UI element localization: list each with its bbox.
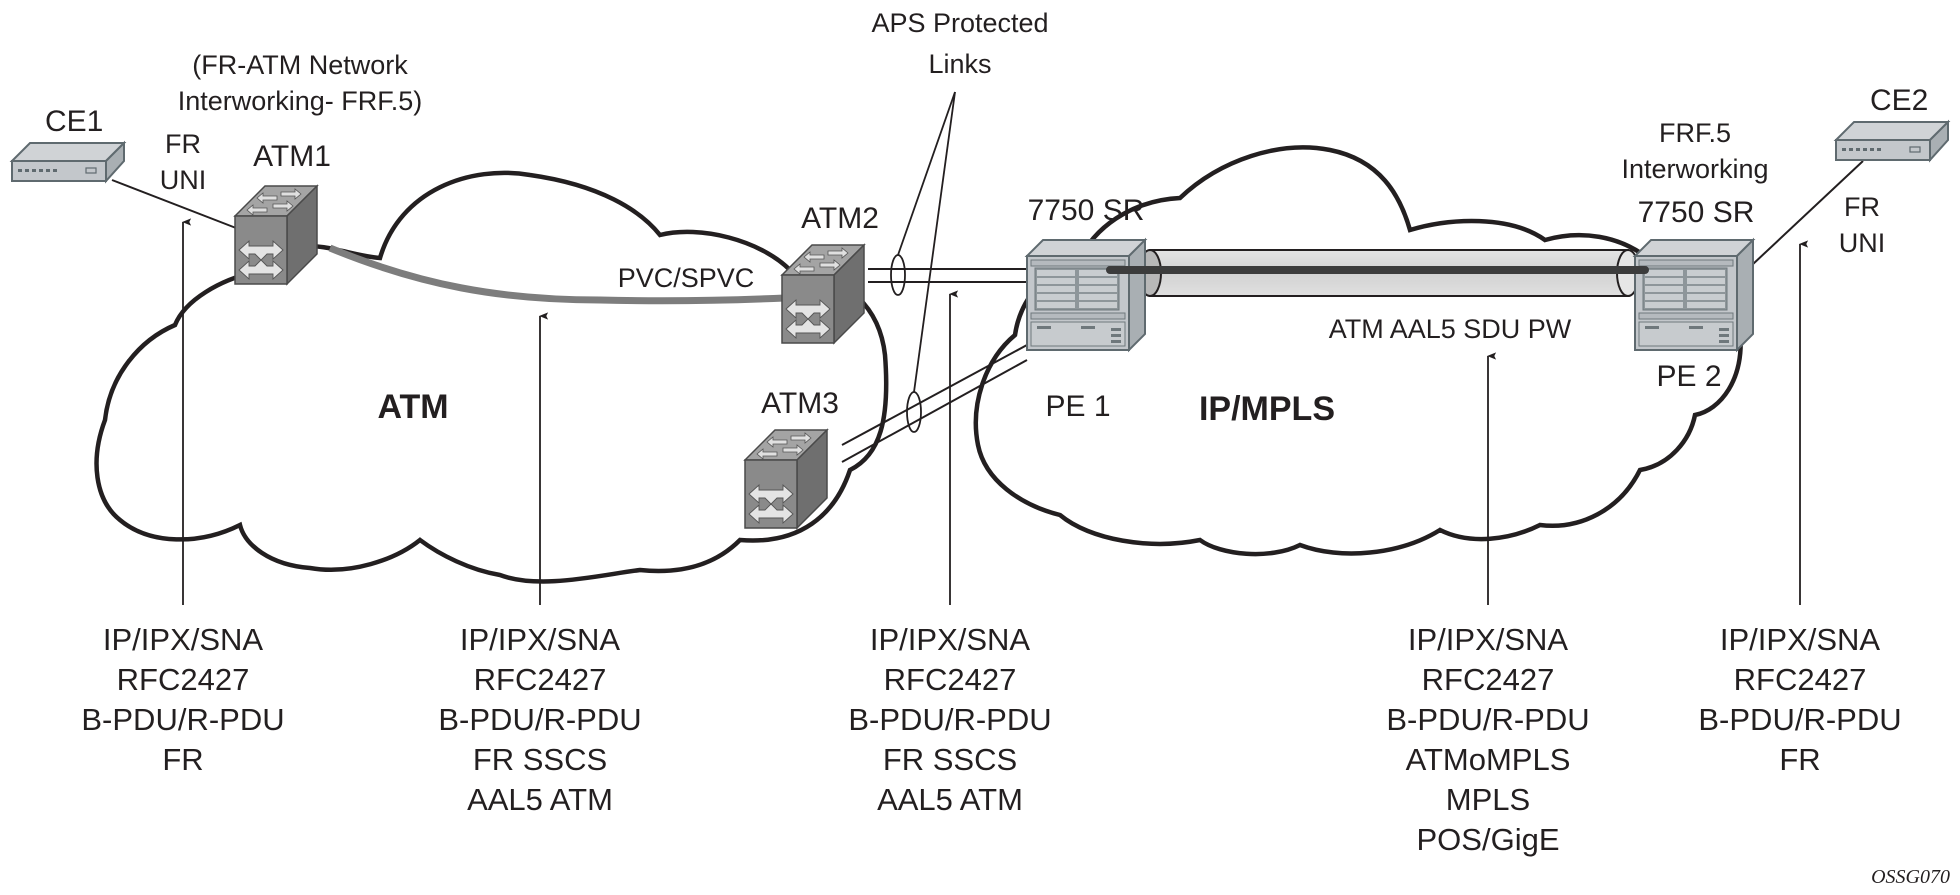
pw-label: ATM AAL5 SDU PW xyxy=(1329,314,1572,344)
stack-4-layer: MPLS xyxy=(1446,782,1530,817)
atm1-label: ATM1 xyxy=(253,140,331,173)
stack-4-layer: POS/GigE xyxy=(1417,822,1560,857)
protocol-stack-2: IP/IPX/SNA RFC2427 B-PDU/R-PDU FR SSCS A… xyxy=(438,622,641,817)
stack-2-layer: FR SSCS xyxy=(473,742,607,777)
stack-4-layer: B-PDU/R-PDU xyxy=(1386,702,1589,737)
frf5-network-label-line1: (FR-ATM Network xyxy=(192,50,408,80)
pe2-router-icon xyxy=(1634,239,1754,351)
stack-2-layer: IP/IPX/SNA xyxy=(460,622,621,657)
aps-label-line2: Links xyxy=(928,49,991,79)
stack-4-layer: RFC2427 xyxy=(1422,662,1555,697)
stack-5-layer: RFC2427 xyxy=(1734,662,1867,697)
pe1-model-label: 7750 SR xyxy=(1028,194,1145,227)
stack-1-layer: IP/IPX/SNA xyxy=(103,622,264,657)
protocol-stack-1: IP/IPX/SNA RFC2427 B-PDU/R-PDU FR xyxy=(81,622,284,777)
aps-ellipse-atm3 xyxy=(906,391,922,433)
pvc-spvc-path xyxy=(328,244,786,305)
stack-3-layer: IP/IPX/SNA xyxy=(870,622,1031,657)
atm-cloud-label: ATM xyxy=(377,388,448,426)
pe1-label: PE 1 xyxy=(1045,390,1110,423)
aps-label-line1: APS Protected xyxy=(871,8,1048,38)
frf5-interworking-line2: Interworking xyxy=(1621,154,1768,184)
aps-callout-line-1 xyxy=(897,91,956,256)
stack-3-layer: B-PDU/R-PDU xyxy=(848,702,1051,737)
frf5-network-label-line2: Interworking- FRF.5) xyxy=(178,86,423,116)
stack-1-layer: FR xyxy=(162,742,203,777)
stack-2-layer: RFC2427 xyxy=(474,662,607,697)
frf5-interworking-line1: FRF.5 xyxy=(1659,118,1731,148)
stack-2-layer: AAL5 ATM xyxy=(467,782,613,817)
protocol-stack-3: IP/IPX/SNA RFC2427 B-PDU/R-PDU FR SSCS A… xyxy=(848,622,1051,817)
pvc-spvc-label: PVC/SPVC xyxy=(618,263,755,293)
atm3-pe1-link-b xyxy=(841,359,1028,463)
stack-5-layer: FR xyxy=(1779,742,1820,777)
pe2-label: PE 2 xyxy=(1656,360,1721,393)
protocol-stack-4: IP/IPX/SNA RFC2427 B-PDU/R-PDU ATMoMPLS … xyxy=(1386,622,1589,857)
stack-3-layer: FR SSCS xyxy=(883,742,1017,777)
stack-2-layer: B-PDU/R-PDU xyxy=(438,702,641,737)
protocol-stack-5: IP/IPX/SNA RFC2427 B-PDU/R-PDU FR xyxy=(1698,622,1901,777)
pe2-ce2-link xyxy=(1751,160,1864,266)
stack-4-layer: ATMoMPLS xyxy=(1406,742,1571,777)
stack-5-layer: B-PDU/R-PDU xyxy=(1698,702,1901,737)
stack-1-layer: B-PDU/R-PDU xyxy=(81,702,284,737)
atm3-label: ATM3 xyxy=(761,387,839,420)
stack-3-layer: AAL5 ATM xyxy=(877,782,1023,817)
stack-3-layer: RFC2427 xyxy=(884,662,1017,697)
stack-4-layer: IP/IPX/SNA xyxy=(1408,622,1569,657)
aps-callout-line-2 xyxy=(913,91,956,393)
ipmpls-cloud-label: IP/MPLS xyxy=(1199,390,1335,428)
ce2-label: CE2 xyxy=(1870,84,1928,117)
fr-uni-right-line2: UNI xyxy=(1839,228,1886,258)
ce1-router-icon xyxy=(11,142,125,182)
ce1-label: CE1 xyxy=(45,105,103,138)
ce1-atm1-link xyxy=(111,179,237,229)
ce2-router-icon xyxy=(1835,121,1949,161)
stack-1-layer: RFC2427 xyxy=(117,662,250,697)
atm2-label: ATM2 xyxy=(801,202,879,235)
aps-ellipse-atm2 xyxy=(890,254,906,296)
fr-uni-right-line1: FR xyxy=(1844,192,1880,222)
atm3-pe1-link-a xyxy=(841,344,1028,446)
fr-uni-left-line2: UNI xyxy=(160,165,207,195)
pe1-router-icon xyxy=(1026,239,1146,351)
pe2-model-label: 7750 SR xyxy=(1638,196,1755,229)
fr-uni-left-line1: FR xyxy=(165,129,201,159)
figure-id: OSSG070 xyxy=(1871,866,1950,888)
stack-5-layer: IP/IPX/SNA xyxy=(1720,622,1881,657)
